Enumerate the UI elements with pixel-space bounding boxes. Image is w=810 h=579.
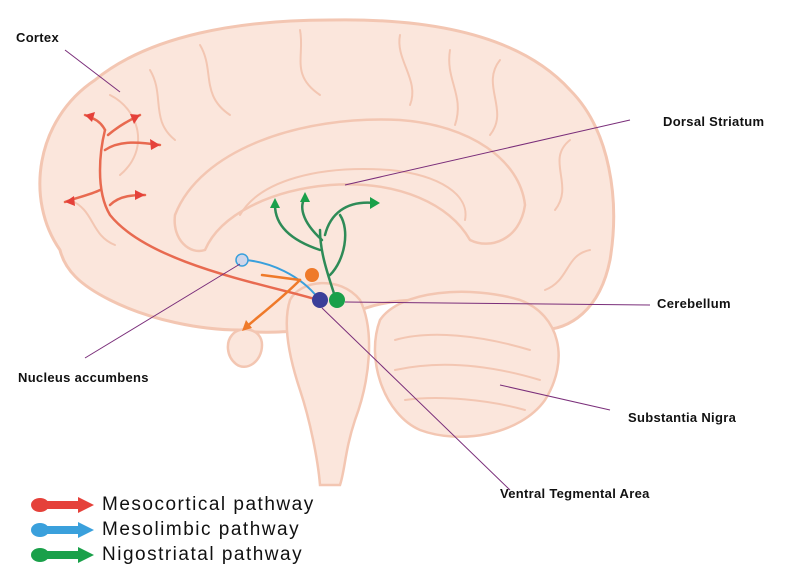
- legend-label: Mesocortical pathway: [102, 494, 315, 516]
- substantia-nigra-dot: [329, 292, 345, 308]
- vta-dot: [312, 292, 328, 308]
- label-dorsal-striatum: Dorsal Striatum: [663, 114, 764, 129]
- label-cerebellum: Cerebellum: [657, 296, 731, 311]
- cerebellum-shape: [375, 292, 559, 437]
- orange-nucleus-dot: [305, 268, 319, 282]
- legend-item-nigrostriatal: Nigostriatal pathway: [30, 543, 303, 567]
- green-arrow-icon: [30, 545, 96, 565]
- nucleus-accumbens-marker: [236, 254, 248, 266]
- red-arrow-icon: [30, 495, 96, 515]
- legend-item-mesolimbic: Mesolimbic pathway: [30, 518, 300, 542]
- label-ventral-tegmental-area: Ventral Tegmental Area: [500, 486, 650, 501]
- label-substantia-nigra: Substantia Nigra: [628, 410, 736, 425]
- legend-label: Mesolimbic pathway: [102, 519, 300, 541]
- blue-arrow-icon: [30, 520, 96, 540]
- label-cortex: Cortex: [16, 30, 59, 45]
- pituitary-shape: [228, 329, 262, 367]
- legend-label: Nigostriatal pathway: [102, 544, 303, 566]
- legend-item-mesocortical: Mesocortical pathway: [30, 493, 315, 517]
- label-nucleus-accumbens: Nucleus accumbens: [18, 370, 149, 385]
- brain-illustration: [40, 20, 614, 485]
